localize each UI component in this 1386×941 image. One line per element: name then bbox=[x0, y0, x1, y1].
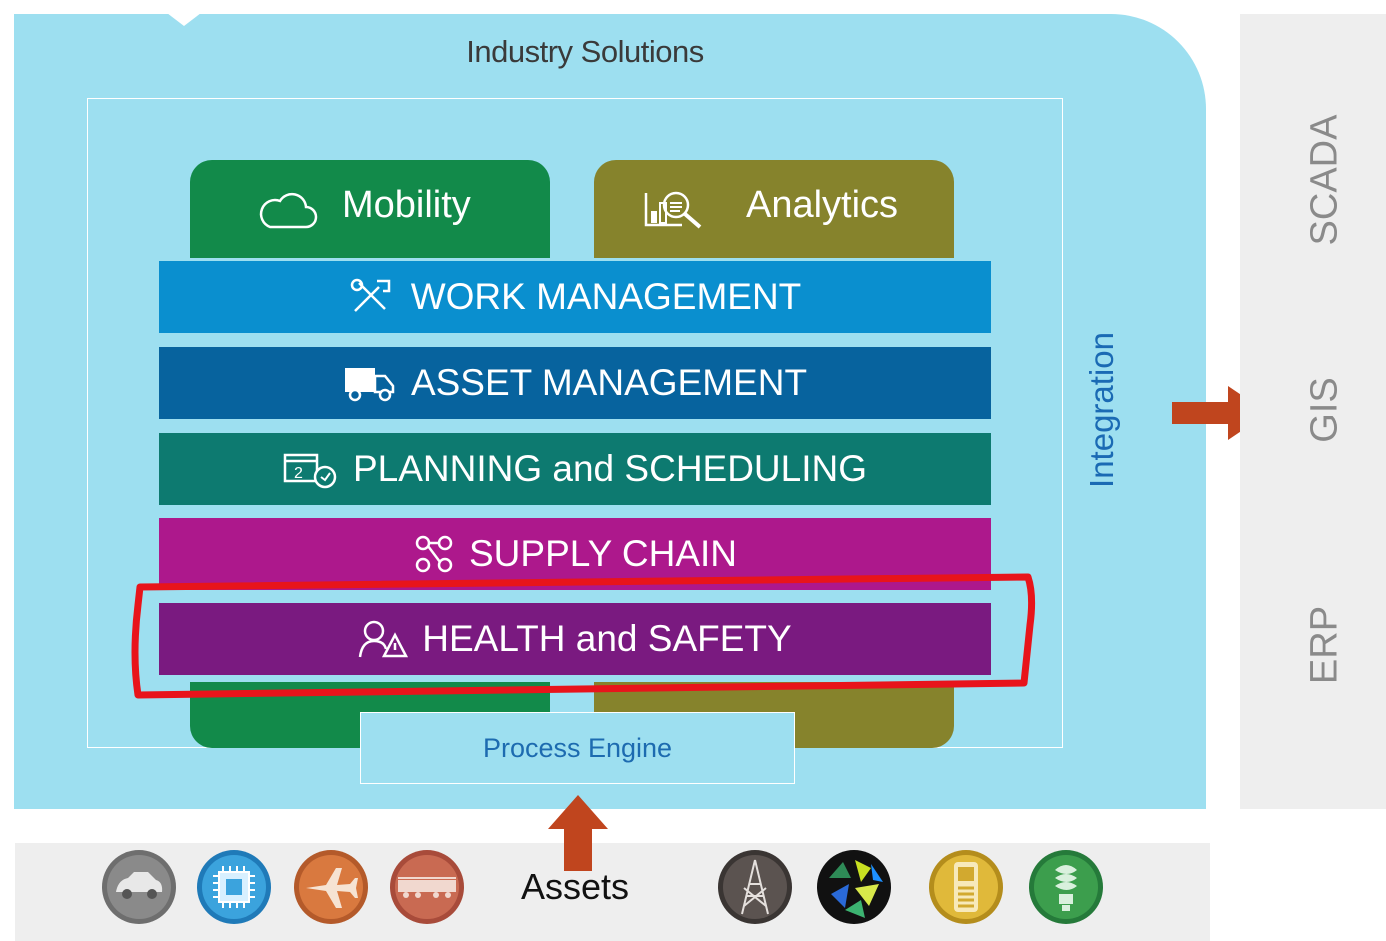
external-systems-panel bbox=[1240, 14, 1386, 809]
scada-label: SCADA bbox=[1303, 114, 1346, 246]
analytics-tile: Analytics bbox=[594, 160, 954, 258]
work-management-label: WORK MANAGEMENT bbox=[410, 276, 802, 317]
mobility-label: Mobility bbox=[342, 184, 471, 226]
asset-management-bar: ASSET MANAGEMENT bbox=[159, 347, 991, 419]
bulb-icon bbox=[1029, 850, 1103, 924]
truck-icon bbox=[343, 364, 397, 402]
integration-label: Integration bbox=[1083, 332, 1120, 488]
gis-label: GIS bbox=[1303, 377, 1346, 443]
panel-title: Industry Solutions bbox=[466, 34, 704, 69]
phone-icon bbox=[929, 850, 1003, 924]
supply-chain-label: SUPPLY CHAIN bbox=[469, 533, 737, 574]
erp-label: ERP bbox=[1303, 605, 1346, 685]
supply-chain-bar: SUPPLY CHAIN bbox=[159, 518, 991, 590]
person-warning-icon bbox=[358, 619, 409, 659]
train-icon bbox=[390, 850, 464, 924]
work-management-bar: WORK MANAGEMENT bbox=[159, 261, 991, 333]
svg-text:2: 2 bbox=[294, 465, 303, 482]
network-nodes-icon bbox=[413, 534, 455, 574]
tools-icon bbox=[349, 277, 397, 317]
calendar-clock-icon: 2 bbox=[283, 449, 339, 489]
mobility-tile: Mobility bbox=[190, 160, 550, 258]
highlight-annotation bbox=[131, 573, 1036, 699]
planning-scheduling-label: PLANNING and SCHEDULING bbox=[352, 448, 868, 489]
panel-notch bbox=[150, 0, 218, 26]
pattern-icon bbox=[817, 850, 891, 924]
health-safety-bar: HEALTH and SAFETY bbox=[159, 603, 991, 675]
process-engine-label: Process Engine bbox=[482, 732, 673, 763]
cloud-icon bbox=[258, 187, 318, 236]
assets-label: Assets bbox=[520, 866, 630, 907]
analytics-label: Analytics bbox=[746, 184, 899, 226]
process-engine-box: Process Engine bbox=[360, 712, 795, 784]
analytics-chart-icon bbox=[642, 187, 706, 236]
car-icon bbox=[102, 850, 176, 924]
chip-icon bbox=[197, 850, 271, 924]
oil-rig-icon bbox=[718, 850, 792, 924]
assets-arrow-icon bbox=[548, 795, 608, 871]
airplane-icon bbox=[294, 850, 368, 924]
health-safety-label: HEALTH and SAFETY bbox=[422, 618, 792, 659]
planning-scheduling-bar: 2 PLANNING and SCHEDULING bbox=[159, 433, 991, 505]
asset-management-label: ASSET MANAGEMENT bbox=[410, 362, 808, 403]
